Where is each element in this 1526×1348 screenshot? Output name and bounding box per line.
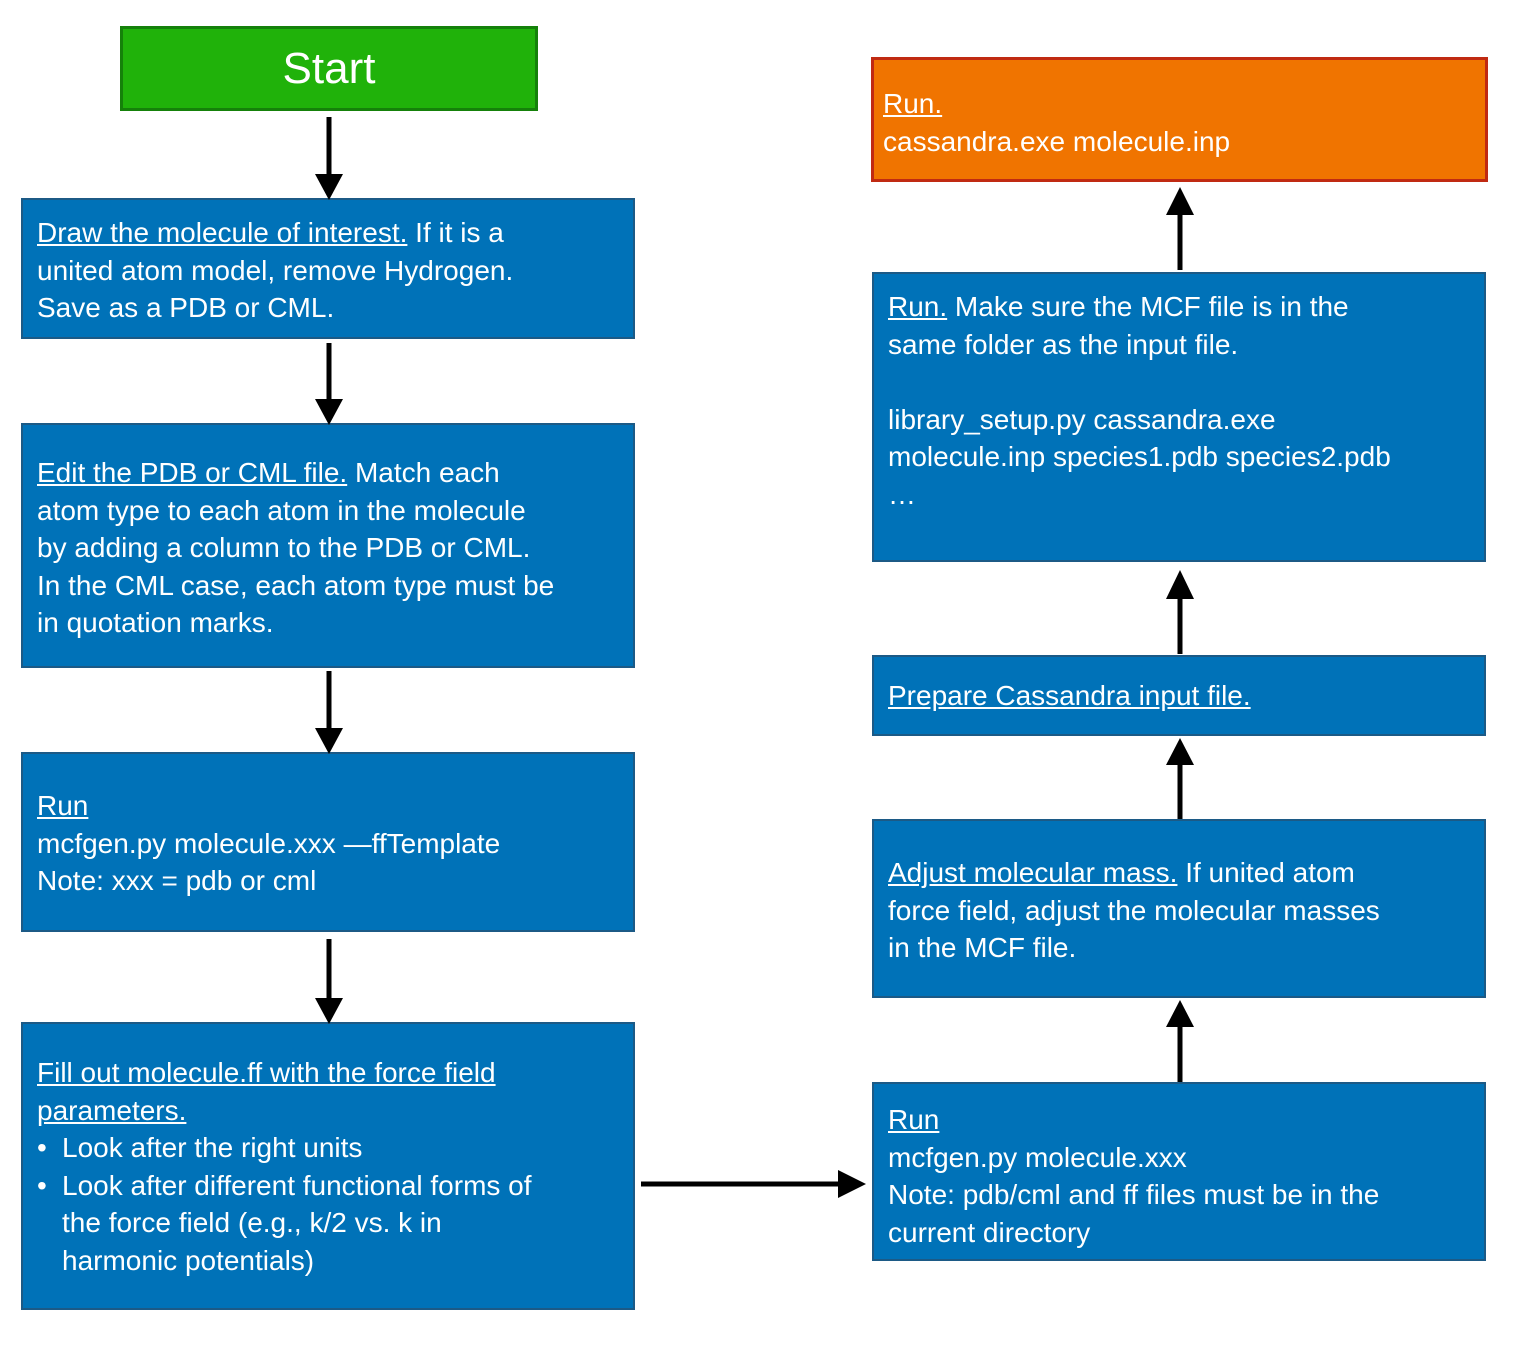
edit-file-heading: Edit the PDB or CML file. (37, 457, 348, 488)
fill-ff-bullet-2-text-3: harmonic potentials) (62, 1244, 315, 1276)
run-library-command-2: molecule.inp species1.pdb species2.pdb (888, 441, 1391, 472)
run-mcfgen-step: Run mcfgen.py molecule.xxx Note: pdb/cml… (872, 1082, 1486, 1261)
run-template-step: Run mcfgen.py molecule.xxx —ffTemplate N… (21, 752, 635, 932)
arrow-fill-to-mcfgen (641, 1170, 866, 1198)
start-label: Start (282, 43, 376, 93)
start-node: Start (120, 26, 538, 111)
fill-ff-heading-1: Fill out molecule.ff with the force fiel… (37, 1057, 496, 1088)
run-library-text-2: same folder as the input file. (888, 328, 1239, 360)
arrow-start-to-draw (315, 117, 343, 200)
draw-molecule-step: Draw the molecule of interest. If it is … (21, 198, 635, 339)
draw-molecule-text-2: united atom model, remove Hydrogen. (37, 254, 514, 286)
fill-ff-bullet-1: • Look after the right units (37, 1129, 619, 1167)
arrow-run-to-fill (315, 939, 343, 1024)
edit-file-text-2: atom type to each atom in the molecule (37, 494, 526, 526)
run-library-step: Run. Make sure the MCF file is in the sa… (872, 272, 1486, 562)
edit-file-text-3: by adding a column to the PDB or CML. (37, 532, 531, 563)
adjust-mass-text-2: force field, adjust the molecular masses (888, 894, 1380, 926)
bullet-marker: • (37, 1132, 47, 1163)
fill-ff-step: Fill out molecule.ff with the force fiel… (21, 1022, 635, 1310)
run-library-command-1: library_setup.py cassandra.exe (888, 403, 1276, 435)
fill-ff-bullet-2-text-1: Look after different functional forms of (62, 1169, 532, 1201)
run-mcfgen-note-2: current directory (888, 1216, 1091, 1248)
run-library-heading: Run. (888, 291, 948, 322)
draw-molecule-heading: Draw the molecule of interest. (37, 217, 408, 248)
fill-ff-bullet-2: • Look after different functional forms o… (37, 1167, 619, 1205)
adjust-mass-heading: Adjust molecular mass. (888, 857, 1178, 888)
arrow-draw-to-edit (315, 343, 343, 425)
arrow-mcfgen-to-adjust (1166, 1000, 1194, 1082)
run-library-text-1: Make sure the MCF file is in the (947, 291, 1349, 322)
edit-file-step: Edit the PDB or CML file. Match each ato… (21, 423, 635, 668)
adjust-mass-step: Adjust molecular mass. If united atom fo… (872, 819, 1486, 998)
edit-file-text-4: In the CML case, each atom type must be (37, 569, 555, 601)
run-template-note: Note: xxx = pdb or cml (37, 865, 317, 896)
adjust-mass-text-1: If united atom (1177, 857, 1355, 888)
arrow-adjust-to-prepare (1166, 738, 1194, 819)
edit-file-text-1: Match each (347, 457, 500, 488)
edit-file-text-5: in quotation marks. (37, 607, 274, 638)
run-cassandra-command: cassandra.exe molecule.inp (883, 125, 1231, 157)
run-template-heading: Run (37, 790, 89, 821)
run-library-command-3: … (888, 478, 916, 510)
run-mcfgen-command: mcfgen.py molecule.xxx (888, 1141, 1187, 1173)
adjust-mass-text-3: in the MCF file. (888, 932, 1077, 963)
arrow-prepare-to-library (1166, 570, 1194, 654)
run-mcfgen-note-1: Note: pdb/cml and ff files must be in th… (888, 1179, 1380, 1210)
fill-ff-heading-2: parameters. (37, 1094, 187, 1126)
prepare-input-heading: Prepare Cassandra input file. (888, 680, 1251, 711)
draw-molecule-text-3: Save as a PDB or CML. (37, 292, 335, 323)
run-template-command: mcfgen.py molecule.xxx —ffTemplate (37, 827, 501, 859)
run-cassandra-step: Run. cassandra.exe molecule.inp (871, 57, 1488, 182)
run-cassandra-heading: Run. (883, 88, 943, 119)
fill-ff-bullet-1-text: Look after the right units (62, 1132, 363, 1163)
arrow-edit-to-run (315, 671, 343, 754)
bullet-marker: • (37, 1169, 47, 1201)
draw-molecule-text-1: If it is a (407, 217, 504, 248)
prepare-input-step: Prepare Cassandra input file. (872, 655, 1486, 736)
run-mcfgen-heading: Run (888, 1104, 940, 1135)
fill-ff-bullet-2-text-2: the force field (e.g., k/2 vs. k in (62, 1207, 442, 1238)
arrow-library-to-cassandra (1166, 187, 1194, 270)
